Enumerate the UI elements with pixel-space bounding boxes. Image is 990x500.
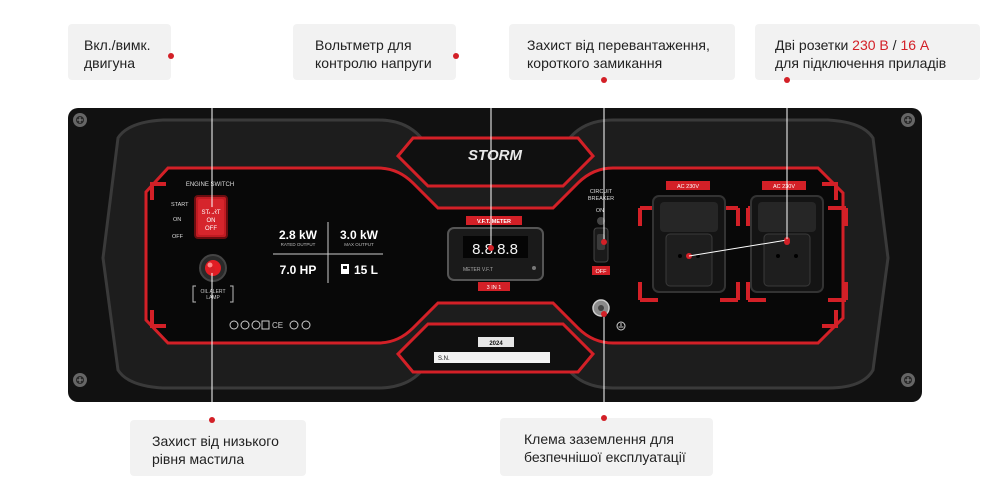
callout-ground-line1: Клема заземлення для xyxy=(524,431,674,447)
meter-mode: 3 IN 1 xyxy=(487,285,502,291)
callout-sockets-sep: / xyxy=(888,37,901,53)
callout-engine-switch-line2: двигуна xyxy=(84,55,136,71)
engine-switch-button[interactable]: START ON OFF xyxy=(194,195,228,239)
callout-sockets-voltage: 230 В xyxy=(852,37,889,53)
callout-engine-switch-line1: Вкл./вимк. xyxy=(84,37,151,53)
callout-oil: Захист від низького рівня мастила xyxy=(130,420,306,476)
callout-sockets-line2: для підключення приладів xyxy=(775,55,947,71)
meter-caption: METER V.F.T xyxy=(463,267,493,273)
fuel-can-icon xyxy=(341,264,349,274)
circuit-breaker-toggle[interactable] xyxy=(593,217,609,263)
screw-icon xyxy=(901,113,915,127)
breaker-on-label: ON xyxy=(596,208,604,214)
socket-left-label: AC 230V xyxy=(677,184,699,190)
screw-icon xyxy=(73,373,87,387)
ce-mark-icon: CE xyxy=(272,321,283,330)
engine-switch-start: START xyxy=(201,210,220,216)
callout-voltmeter-line1: Вольтметр для xyxy=(315,37,412,53)
callout-engine-switch: Вкл./вимк. двигуна xyxy=(68,24,171,80)
callout-voltmeter-line2: контролю напруги xyxy=(315,55,432,71)
ground-symbol-icon xyxy=(616,321,626,331)
oil-lamp-label-1: OIL ALERT xyxy=(200,289,225,295)
max-output-value: 3.0 kW xyxy=(340,228,379,242)
rated-output-value: 2.8 kW xyxy=(279,228,318,242)
max-output-label: MAX OUTPUT xyxy=(344,242,374,247)
serial-label: S.N. xyxy=(438,356,450,362)
engine-switch-off: OFF xyxy=(205,226,217,232)
callout-sockets-prefix: Дві розетки xyxy=(775,37,853,53)
logo-plate xyxy=(395,136,596,188)
engine-power: 7.0 HP xyxy=(280,263,317,277)
brand-logo: STORM xyxy=(468,147,522,164)
callout-voltmeter: Вольтметр для контролю напруги xyxy=(293,24,456,80)
switch-state-on: ON xyxy=(173,217,181,223)
serial-plate xyxy=(395,322,596,374)
callout-oil-line2: рівня мастила xyxy=(152,451,245,467)
screw-icon xyxy=(901,373,915,387)
callout-sockets-line1: Дві розетки 230 В / 16 А xyxy=(775,36,980,54)
screw-icon xyxy=(73,113,87,127)
fuel-tank: 15 L xyxy=(354,263,378,277)
oil-lamp-label-2: LAMP xyxy=(206,295,220,301)
oil-alert-lamp xyxy=(199,254,227,282)
callout-sockets: Дві розетки 230 В / 16 А для підключення… xyxy=(755,24,980,80)
callout-ground: Клема заземлення для безпечнішої експлуа… xyxy=(500,418,713,476)
year-label: 2024 xyxy=(489,341,503,347)
meter-reading: 8.8.8.8 xyxy=(472,241,518,258)
meter-title: V.F.T. METER xyxy=(477,219,511,225)
callout-oil-line1: Захист від низького xyxy=(152,433,279,449)
generator-control-panel: STORM ENGINE SWITCH START ON OFF START O… xyxy=(68,108,922,402)
ground-terminal xyxy=(592,299,610,317)
callout-breaker-line2: короткого замикання xyxy=(527,55,663,71)
callout-breaker: Захист від перевантаження, короткого зам… xyxy=(509,24,735,80)
engine-switch-label: ENGINE SWITCH xyxy=(186,182,234,188)
callout-sockets-current: 16 А xyxy=(900,37,930,53)
callout-ground-line2: безпечнішої експлуатації xyxy=(524,449,686,465)
breaker-off-label: OFF xyxy=(596,269,608,275)
socket-right-label: AC 230V xyxy=(773,184,795,190)
voltmeter-display: 8.8.8.8 METER V.F.T xyxy=(447,227,544,281)
socket-left: AC 230V xyxy=(638,181,740,302)
switch-state-start: START xyxy=(171,202,189,208)
breaker-label-2: BREAKER xyxy=(588,196,614,202)
meter-title-bar xyxy=(466,216,522,225)
certification-icons: CE xyxy=(229,320,311,330)
engine-switch-on: ON xyxy=(207,218,216,224)
switch-state-off: OFF xyxy=(172,234,184,240)
breaker-label-1: CIRCUIT xyxy=(590,189,613,195)
rated-output-label: RATED OUTPUT xyxy=(281,242,316,247)
callout-breaker-line1: Захист від перевантаження, xyxy=(527,37,710,53)
